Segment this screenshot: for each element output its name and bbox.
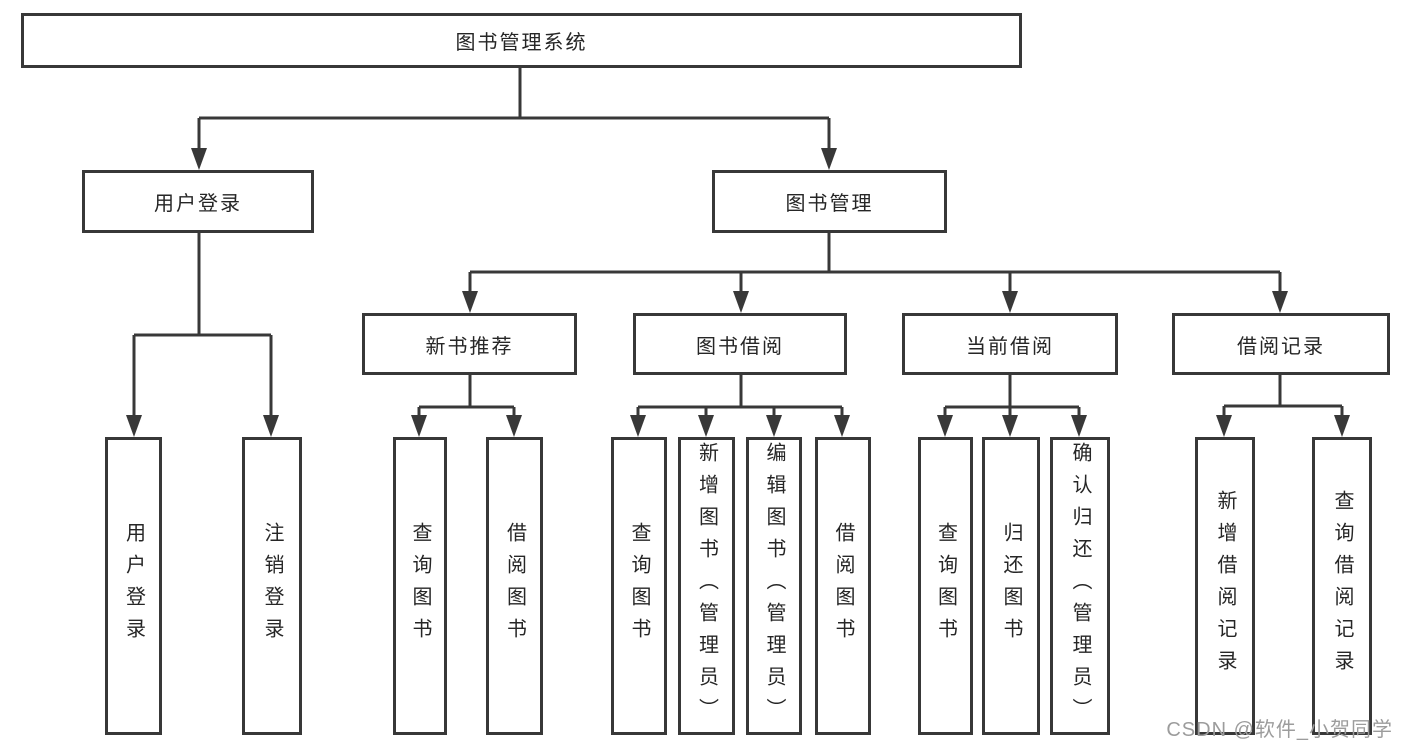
leaf-logout: 注销登录 bbox=[242, 437, 302, 735]
leaf-edit-books-admin: 编辑图书（管理员） bbox=[746, 437, 802, 735]
leaf-confirm-return-admin: 确认归还（管理员） bbox=[1050, 437, 1110, 735]
leaf-return-books: 归还图书 bbox=[982, 437, 1040, 735]
leaf-borrow-books: 借阅图书 bbox=[815, 437, 871, 735]
node-user-login: 用户登录 bbox=[82, 170, 314, 233]
node-borrowing-records: 借阅记录 bbox=[1172, 313, 1390, 375]
leaf-user-login: 用户登录 bbox=[105, 437, 162, 735]
leaf-current-query-books: 查询图书 bbox=[918, 437, 973, 735]
leaf-add-books-admin: 新增图书（管理员） bbox=[678, 437, 735, 735]
leaf-recommend-borrow-books: 借阅图书 bbox=[486, 437, 543, 735]
csdn-watermark: CSDN @软件_小贺同学 bbox=[1166, 719, 1393, 741]
leaf-query-borrow-record: 查询借阅记录 bbox=[1312, 437, 1372, 735]
leaf-recommend-query-books: 查询图书 bbox=[393, 437, 447, 735]
node-new-book-recommend: 新书推荐 bbox=[362, 313, 577, 375]
leaf-add-borrow-record: 新增借阅记录 bbox=[1195, 437, 1255, 735]
leaf-borrowing-query-books: 查询图书 bbox=[611, 437, 667, 735]
node-book-borrowing: 图书借阅 bbox=[633, 313, 847, 375]
node-library-management-system: 图书管理系统 bbox=[21, 13, 1022, 68]
node-book-management: 图书管理 bbox=[712, 170, 947, 233]
node-current-borrowing: 当前借阅 bbox=[902, 313, 1118, 375]
